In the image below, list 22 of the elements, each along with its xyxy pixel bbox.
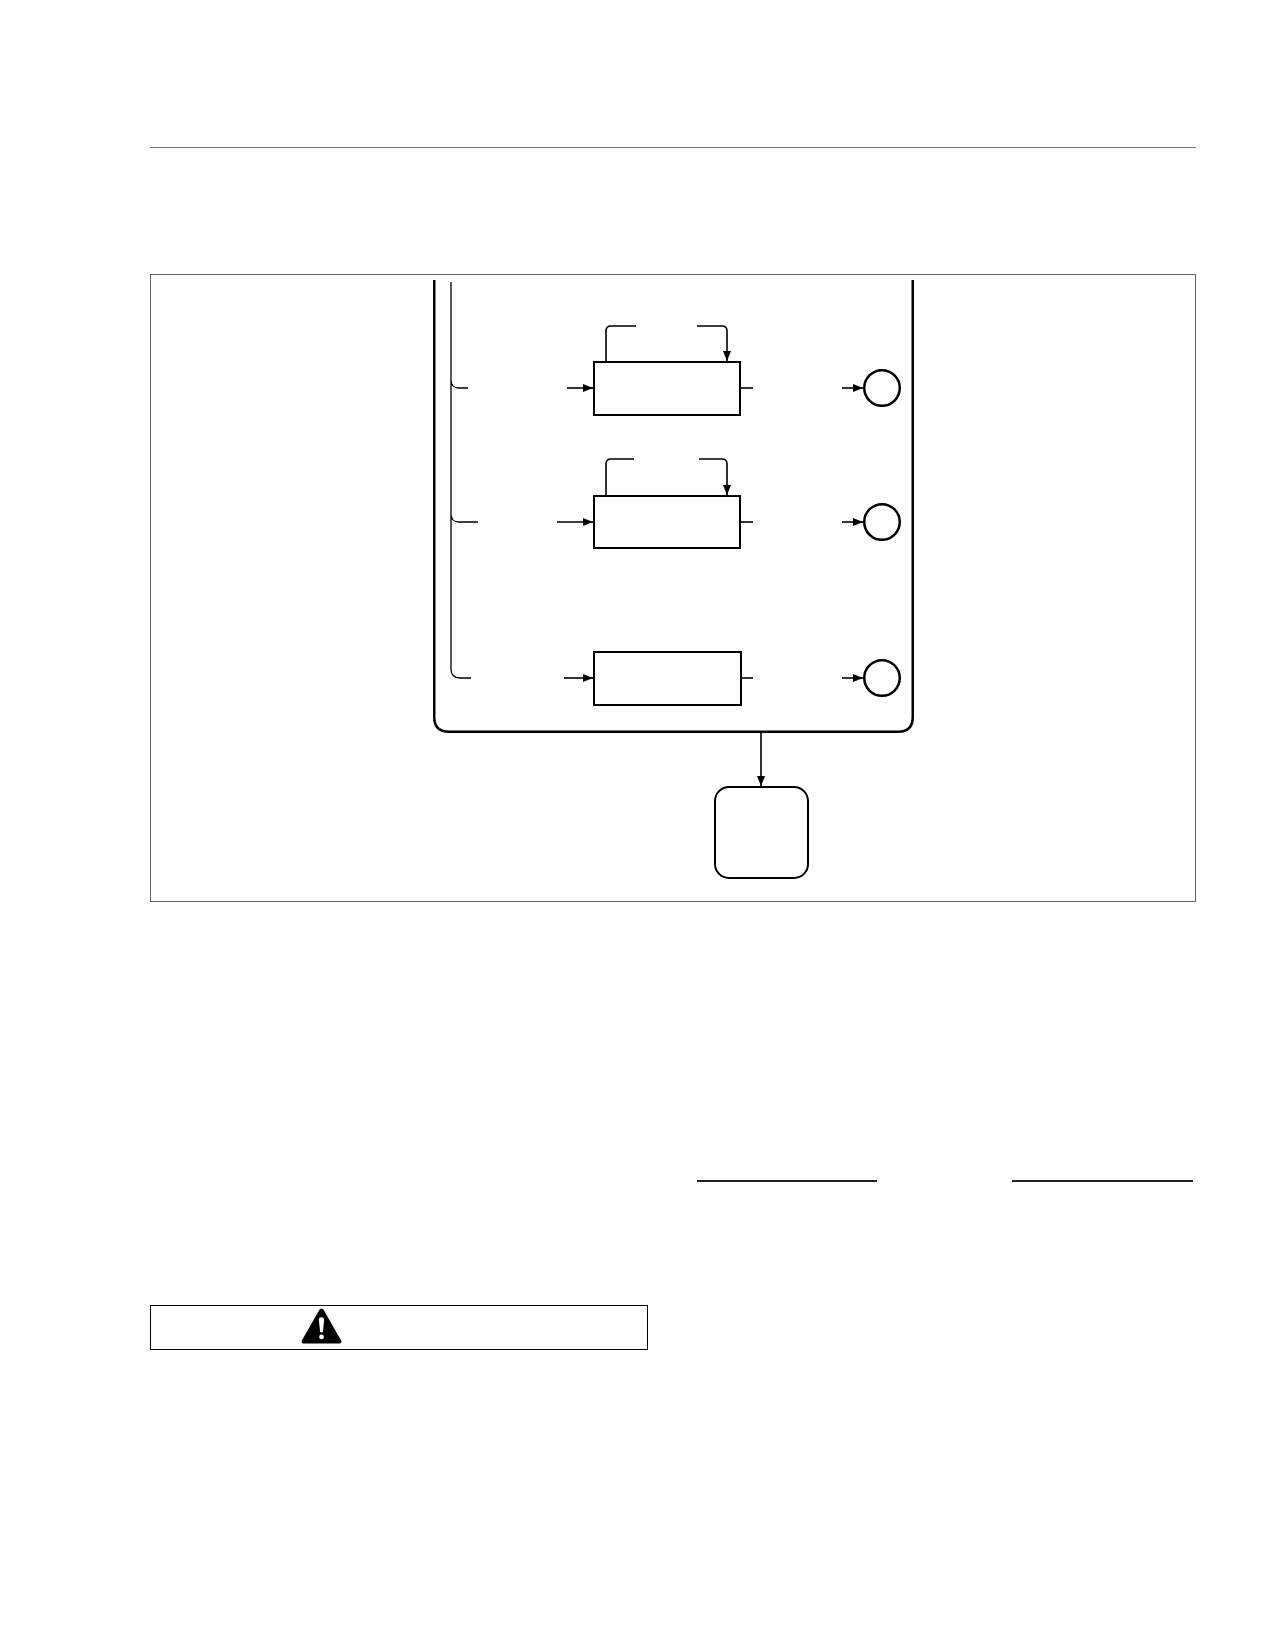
terminal-circle bbox=[863, 503, 901, 541]
connector-line bbox=[740, 521, 754, 523]
process-box bbox=[593, 361, 741, 416]
arrow bbox=[841, 674, 864, 682]
arrow bbox=[563, 674, 594, 682]
connector-line bbox=[740, 387, 754, 389]
output-box bbox=[714, 786, 809, 879]
connector-line bbox=[605, 458, 635, 496]
terminal-circle bbox=[863, 659, 901, 697]
arrow bbox=[841, 518, 864, 526]
process-box bbox=[593, 651, 742, 706]
connector-line bbox=[605, 325, 637, 362]
connector-line bbox=[741, 677, 754, 679]
arrow bbox=[757, 732, 765, 787]
arrow bbox=[566, 384, 594, 392]
arrow bbox=[556, 518, 594, 526]
group-frame bbox=[433, 280, 914, 733]
process-box bbox=[593, 495, 741, 549]
terminal-circle bbox=[863, 369, 901, 407]
arrow bbox=[698, 458, 731, 496]
arrow bbox=[696, 325, 731, 362]
arrow bbox=[841, 384, 864, 392]
